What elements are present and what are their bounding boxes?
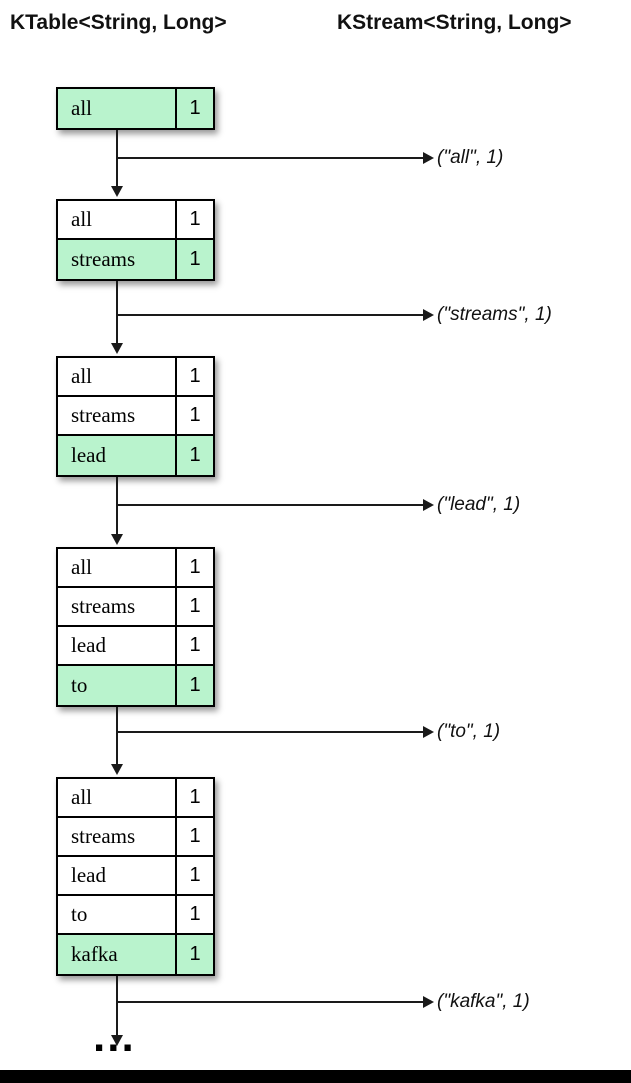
- flow-line-down: [116, 281, 118, 343]
- down-arrowhead-icon: [111, 343, 123, 354]
- ktable-state-table: all 1 streams 1 lead 1: [56, 356, 215, 477]
- emitted-record-label: ("lead", 1): [437, 494, 521, 515]
- key-cell: all: [58, 201, 177, 238]
- right-arrowhead-icon: [423, 996, 434, 1008]
- table-row: streams 1: [58, 240, 213, 279]
- ktable-column-header: KTable<String, Long>: [10, 11, 227, 34]
- key-cell: streams: [58, 818, 177, 855]
- emitted-record-label: ("streams", 1): [437, 304, 552, 325]
- key-cell: all: [58, 358, 177, 395]
- table-row: lead 1: [58, 857, 213, 896]
- value-cell: 1: [189, 825, 201, 847]
- ktable-state-table: all 1 streams 1: [56, 199, 215, 281]
- table-row: streams 1: [58, 397, 213, 436]
- down-arrowhead-icon: [111, 534, 123, 545]
- ktable-state-table: all 1 streams 1 lead 1 to 1 kafka 1: [56, 777, 215, 976]
- value-cell: 1: [189, 864, 201, 886]
- right-arrowhead-icon: [423, 309, 434, 321]
- table-row: streams 1: [58, 588, 213, 627]
- right-arrowhead-icon: [423, 726, 434, 738]
- continuation-ellipsis: ...: [93, 1012, 136, 1061]
- emitted-record-label: ("to", 1): [437, 721, 501, 742]
- key-cell: all: [58, 779, 177, 816]
- flow-line-down: [116, 976, 118, 1035]
- flow-line-down: [116, 707, 118, 764]
- kstream-column-header: KStream<String, Long>: [337, 11, 572, 34]
- value-cell: 1: [189, 556, 201, 578]
- table-row: all 1: [58, 89, 213, 128]
- right-arrowhead-icon: [423, 499, 434, 511]
- key-cell: lead: [58, 436, 177, 475]
- value-cell: 1: [189, 674, 201, 696]
- table-row: streams 1: [58, 818, 213, 857]
- emit-branch-line: [116, 1001, 423, 1003]
- value-cell: 1: [189, 248, 201, 270]
- table-row: all 1: [58, 201, 213, 240]
- key-cell: streams: [58, 240, 177, 279]
- table-row: to 1: [58, 666, 213, 705]
- table-row: all 1: [58, 358, 213, 397]
- key-cell: all: [58, 89, 177, 128]
- value-cell: 1: [189, 404, 201, 426]
- emitted-record-label: ("kafka", 1): [437, 991, 530, 1012]
- key-cell: kafka: [58, 935, 177, 974]
- key-cell: lead: [58, 857, 177, 894]
- ktable-state-table: all 1: [56, 87, 215, 130]
- emit-branch-line: [116, 504, 423, 506]
- right-arrowhead-icon: [423, 152, 434, 164]
- table-row: all 1: [58, 779, 213, 818]
- key-cell: to: [58, 666, 177, 705]
- emit-branch-line: [116, 731, 423, 733]
- key-cell: streams: [58, 588, 177, 625]
- emit-branch-line: [116, 314, 423, 316]
- value-cell: 1: [189, 208, 201, 230]
- down-arrowhead-icon: [111, 1035, 123, 1046]
- bottom-bar: [0, 1070, 631, 1083]
- value-cell: 1: [189, 97, 201, 119]
- ktable-state-table: all 1 streams 1 lead 1 to 1: [56, 547, 215, 707]
- emitted-record-label: ("all", 1): [437, 147, 504, 168]
- key-cell: streams: [58, 397, 177, 434]
- value-cell: 1: [189, 595, 201, 617]
- value-cell: 1: [189, 634, 201, 656]
- key-cell: lead: [58, 627, 177, 664]
- value-cell: 1: [189, 444, 201, 466]
- down-arrowhead-icon: [111, 764, 123, 775]
- value-cell: 1: [189, 903, 201, 925]
- value-cell: 1: [189, 943, 201, 965]
- emit-branch-line: [116, 157, 423, 159]
- table-row: all 1: [58, 549, 213, 588]
- table-row: lead 1: [58, 436, 213, 475]
- value-cell: 1: [189, 365, 201, 387]
- value-cell: 1: [189, 786, 201, 808]
- down-arrowhead-icon: [111, 186, 123, 197]
- table-row: lead 1: [58, 627, 213, 666]
- key-cell: to: [58, 896, 177, 933]
- table-row: to 1: [58, 896, 213, 935]
- key-cell: all: [58, 549, 177, 586]
- table-row: kafka 1: [58, 935, 213, 974]
